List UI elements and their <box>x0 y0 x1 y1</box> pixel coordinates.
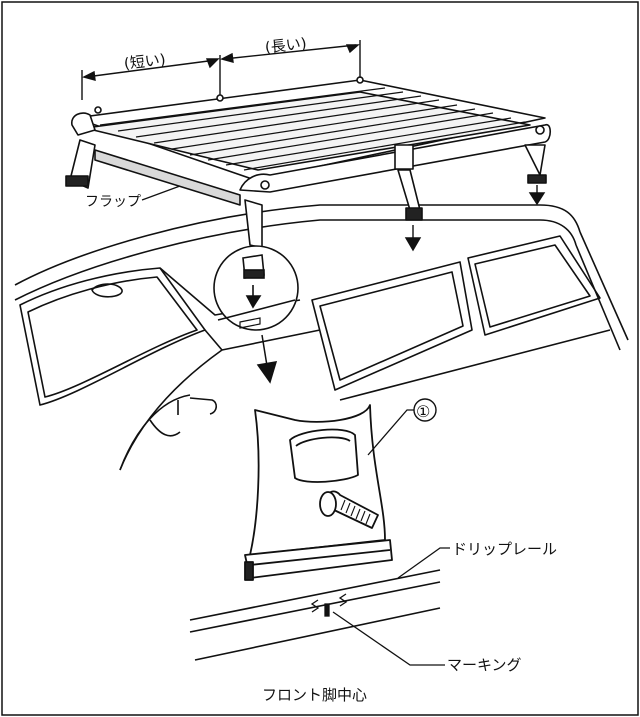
flap <box>94 149 241 206</box>
bolt-thread <box>340 499 371 525</box>
label-drip-rail: ドリップレール <box>452 540 557 558</box>
flap-leader <box>141 185 181 201</box>
dimension-lines <box>81 40 361 100</box>
zoom-circle-detail <box>213 245 299 331</box>
drip-rail <box>189 569 441 661</box>
drip-rail-leader <box>397 547 450 579</box>
label-front-leg-center: フロント脚中心 <box>262 686 367 704</box>
detail-arrow <box>256 334 278 384</box>
rack-slats <box>99 87 526 171</box>
roof-rack <box>65 76 552 249</box>
marking-leader <box>332 611 445 666</box>
label-marking: マーキング <box>447 656 522 674</box>
vehicle-body <box>14 204 629 471</box>
marking <box>310 593 348 617</box>
label-long: (長い) <box>264 34 307 56</box>
leg-detail <box>244 404 393 581</box>
label-short: (短い) <box>123 50 166 72</box>
label-flap: フラップ <box>85 194 141 210</box>
callout-1 <box>367 398 437 456</box>
center-bracket <box>394 144 414 170</box>
mount-arrows <box>404 185 546 252</box>
label-callout-1: ① <box>416 402 430 421</box>
